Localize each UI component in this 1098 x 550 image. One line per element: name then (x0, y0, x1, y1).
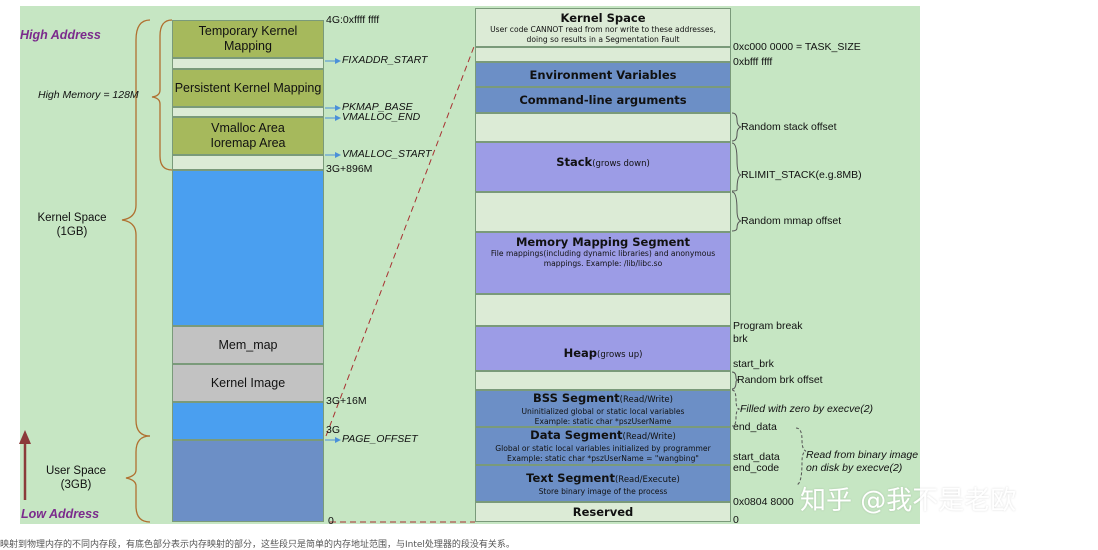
marker-3g: 3G (326, 424, 341, 436)
pkmap-gap (172, 107, 324, 117)
high-memory-brace (151, 19, 173, 171)
memory-mapping-segment-block: Memory Mapping Segment File mappings(inc… (475, 232, 731, 294)
diagram-background (20, 6, 920, 524)
high-address-label: High Address (20, 28, 101, 42)
random-stack-offset-gap (475, 113, 731, 142)
reserved-block: Reserved (475, 502, 731, 522)
marker-bfff: 0xbfff ffff (733, 56, 773, 68)
vmalloc-gap (172, 155, 324, 170)
marker-filled-zero: Filled with zero by execve(2) (740, 403, 874, 415)
text-segment-block: Text Segment(Read/Execute) Store binary … (475, 465, 731, 502)
random-mmap-offset-gap (475, 192, 731, 232)
direct-mapped-region (172, 170, 324, 326)
stack-block: Stack(grows down) (475, 142, 731, 192)
user-space-region (172, 440, 324, 522)
environment-variables-block: Environment Variables (475, 62, 731, 87)
kernel-gap (475, 47, 731, 62)
fixaddr-gap (172, 58, 324, 69)
marker-zero-right: 0 (733, 514, 739, 526)
marker-vmalloc-start: VMALLOC_START (342, 148, 432, 160)
marker-0x08048000: 0x0804 8000 (733, 496, 794, 508)
data-segment-block: Data Segment(Read/Write) Global or stati… (475, 427, 731, 465)
marker-vmalloc-end: VMALLOC_END (342, 111, 421, 123)
marker-random-mmap-offset: Random mmap offset (741, 215, 842, 227)
kernel-space-block: Kernel Space User code CANNOT read from … (475, 8, 731, 47)
bss-segment-block: BSS Segment(Read/Write) Uninitialized gl… (475, 390, 731, 427)
kernel-space-brace (121, 19, 151, 437)
marker-page-offset: PAGE_OFFSET (342, 433, 418, 445)
marker-pkmap-base: PKMAP_BASE (342, 101, 413, 113)
low-kernel-region (172, 402, 324, 440)
marker-end-data: end_data (733, 421, 777, 433)
marker-read-binary: Read from binary image on disk by execve… (806, 449, 919, 474)
watermark: 知乎 @我不是老欧 (800, 486, 1017, 516)
mem-map-block: Mem_map (172, 326, 324, 364)
random-brk-offset-gap (475, 371, 731, 390)
marker-fixaddr-start: FIXADDR_START (342, 54, 428, 66)
command-line-arguments-block: Command-line arguments (475, 87, 731, 113)
user-space-label: User Space (3GB) (45, 465, 107, 491)
unused-gap (475, 294, 731, 326)
marker-3g-16m: 3G+16M (326, 395, 367, 407)
marker-random-stack-offset: Random stack offset (741, 121, 837, 133)
marker-random-brk-offset: Random brk offset (737, 374, 823, 386)
marker-3g-896m: 3G+896M (326, 163, 373, 175)
footer-caption: 映射到物理内存的不同内存段，有底色部分表示内存映射的部分，这些段只是简单的内存地… (0, 540, 515, 550)
marker-4g: 4G:0xffff ffff (326, 14, 380, 26)
marker-rlimit-stack: RLIMIT_STACK(e.g.8MB) (741, 169, 862, 181)
low-address-label: Low Address (21, 507, 100, 521)
marker-program-break: Program break brk (733, 320, 803, 345)
marker-start-brk: start_brk (733, 358, 774, 370)
vmalloc-area-block: Vmalloc Area Ioremap Area (172, 117, 324, 155)
arrow-head-icon (19, 430, 31, 444)
kernel-image-block: Kernel Image (172, 364, 324, 402)
heap-block: Heap(grows up) (475, 326, 731, 371)
high-memory-label: High Memory = 128M (38, 89, 139, 101)
marker-zero-left: 0 (328, 515, 334, 527)
marker-task-size: 0xc000 0000 = TASK_SIZE (733, 41, 861, 53)
temporary-kernel-mapping-block: Temporary Kernel Mapping (172, 20, 324, 58)
kernel-space-label: Kernel Space (1GB) (37, 212, 107, 238)
user-space-brace (125, 435, 151, 523)
persistent-kernel-mapping-block: Persistent Kernel Mapping (172, 69, 324, 107)
marker-start-data-end-code: start_data end_code (733, 451, 780, 474)
